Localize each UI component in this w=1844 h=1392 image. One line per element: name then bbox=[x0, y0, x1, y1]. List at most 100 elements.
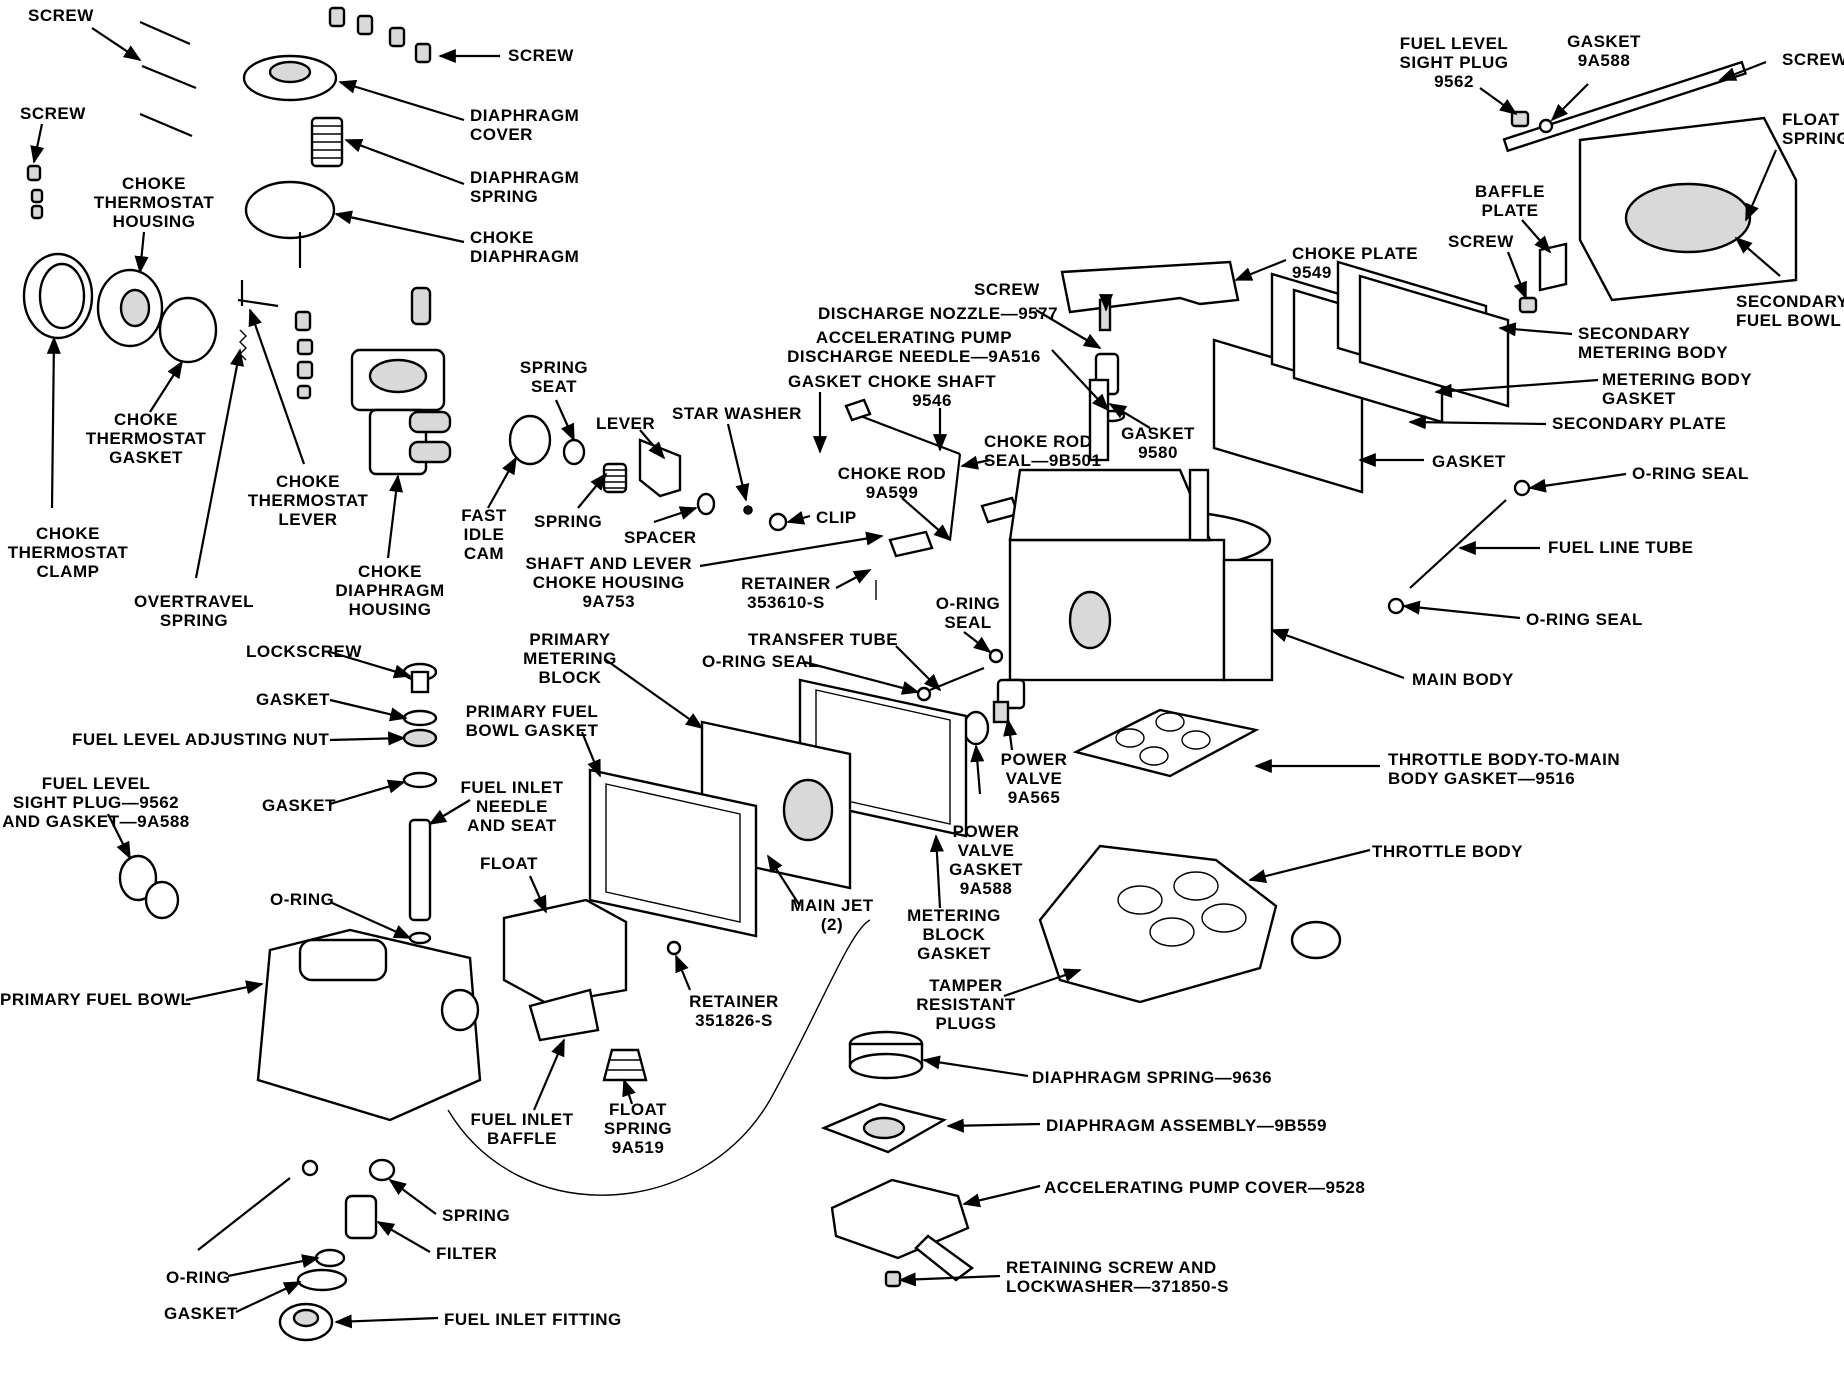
secondary-plates-part bbox=[1212, 260, 1510, 494]
label-float-spring: FLOAT SPRING 9A519 bbox=[603, 1100, 673, 1157]
choke-rod-part bbox=[948, 453, 962, 541]
label-oring-bottom: O-RING bbox=[166, 1268, 231, 1287]
spacer-part bbox=[696, 492, 716, 516]
label-choke-thermostat-housing: CHOKE THERMOSTAT HOUSING bbox=[93, 174, 215, 231]
label-spacer: SPACER bbox=[624, 528, 697, 547]
label-gasket-9a588-tr: GASKET 9A588 bbox=[1567, 32, 1641, 70]
label-star-washer: STAR WASHER bbox=[672, 404, 802, 423]
label-lever: LEVER bbox=[596, 414, 656, 433]
label-retainer-351826: RETAINER 351826-S bbox=[689, 992, 779, 1030]
label-screw-mid: SCREW bbox=[974, 280, 1040, 299]
label-discharge-nozzle: DISCHARGE NOZZLE—9577 bbox=[818, 304, 1059, 323]
label-oring-seal-top: O-RING SEAL bbox=[1632, 464, 1749, 483]
label-lockscrew: LOCKSCREW bbox=[246, 642, 362, 661]
label-choke-rod: CHOKE ROD 9A599 bbox=[837, 464, 947, 502]
label-gasket-mid: GASKET bbox=[788, 372, 862, 391]
label-choke-thermostat-lever: CHOKE THERMOSTAT LEVER bbox=[247, 472, 369, 529]
pump-diaphragm-spring-part bbox=[848, 1030, 924, 1080]
label-oring-seal-mid: O-RING SEAL bbox=[702, 652, 819, 671]
primary-bowl-gasket-part bbox=[588, 768, 758, 938]
label-overtravel-spring: OVERTRAVEL SPRING bbox=[134, 592, 254, 630]
fast-idle-cam-part bbox=[508, 414, 552, 466]
float-part bbox=[502, 898, 628, 1042]
label-float-spring-tr: FLOAT SPRING bbox=[1782, 110, 1844, 148]
long-screw-bottom-part bbox=[197, 1177, 291, 1251]
star-washer-part bbox=[743, 505, 753, 515]
primary-fuel-bowl-part bbox=[256, 928, 482, 1122]
label-screw-top-center: SCREW bbox=[508, 46, 574, 65]
label-oring-left: O-RING bbox=[270, 890, 335, 909]
label-choke-rod-seal: CHOKE ROD SEAL—9B501 bbox=[984, 432, 1102, 470]
label-diaphragm-cover: DIAPHRAGM COVER bbox=[470, 106, 580, 144]
label-throttle-body: THROTTLE BODY bbox=[1372, 842, 1523, 861]
label-filter: FILTER bbox=[436, 1244, 498, 1263]
label-retainer-353610: RETAINER 353610-S bbox=[741, 574, 831, 612]
label-metering-body-gasket: METERING BODY GASKET bbox=[1602, 370, 1753, 408]
label-power-valve: POWER VALVE 9A565 bbox=[1000, 750, 1068, 807]
label-screw-top-left: SCREW bbox=[28, 6, 94, 25]
label-metering-block-gasket: METERING BLOCK GASKET bbox=[907, 906, 1001, 963]
label-gasket-right: GASKET bbox=[1432, 452, 1506, 471]
label-secondary-fuel-bowl: SECONDARY FUEL BOWL bbox=[1736, 292, 1844, 330]
label-accel-pump-needle: ACCELERATING PUMP DISCHARGE NEEDLE—9A516 bbox=[787, 328, 1041, 366]
long-screws-part bbox=[139, 20, 197, 138]
choke-diaphragm-part bbox=[244, 180, 336, 240]
label-fuel-level-sight-plug-left: FUEL LEVEL SIGHT PLUG—9562 AND GASKET—9A… bbox=[2, 774, 190, 831]
label-oring-seal-mid2: O-RING SEAL bbox=[935, 594, 1001, 632]
label-power-valve-gasket: POWER VALVE GASKET 9A588 bbox=[949, 822, 1023, 898]
label-fuel-inlet-fitting: FUEL INLET FITTING bbox=[444, 1310, 622, 1329]
label-diaphragm-assembly: DIAPHRAGM ASSEMBLY—9B559 bbox=[1046, 1116, 1327, 1135]
diaphragm-spring-part bbox=[310, 116, 344, 168]
label-choke-plate: CHOKE PLATE 9549 bbox=[1292, 244, 1419, 282]
label-spring-seat: SPRING SEAT bbox=[519, 358, 589, 396]
leader-lines bbox=[30, 27, 1781, 1329]
fuel-line-tube-part bbox=[1409, 499, 1507, 589]
throttle-body-part bbox=[1038, 844, 1342, 1004]
label-main-jet: MAIN JET (2) bbox=[790, 896, 874, 934]
label-oring-seal-bottom: O-RING SEAL bbox=[1526, 610, 1643, 629]
label-gasket-left1: GASKET bbox=[256, 690, 330, 709]
label-baffle-plate: BAFFLE PLATE bbox=[1474, 182, 1546, 220]
label-accel-pump-cover: ACCELERATING PUMP COVER—9528 bbox=[1044, 1178, 1366, 1197]
choke-diaphragm-housing-part bbox=[350, 348, 452, 476]
label-primary-fuel-bowl-gasket: PRIMARY FUEL BOWL GASKET bbox=[465, 702, 599, 740]
fuel-inlet-fitting-part bbox=[278, 1302, 334, 1342]
label-choke-shaft: CHOKE SHAFT 9546 bbox=[867, 372, 997, 410]
label-shaft-lever-choke-housing: SHAFT AND LEVER CHOKE HOUSING 9A753 bbox=[525, 554, 692, 611]
power-valve-part bbox=[992, 678, 1026, 724]
label-screw-tr: SCREW bbox=[1782, 50, 1844, 69]
label-primary-fuel-bowl: PRIMARY FUEL BOWL bbox=[0, 990, 192, 1009]
sight-plug-left-part bbox=[118, 854, 180, 920]
label-fuel-inlet-needle: FUEL INLET NEEDLE AND SEAT bbox=[460, 778, 564, 835]
label-fuel-level-sight-plug-tr: FUEL LEVEL SIGHT PLUG 9562 bbox=[1399, 34, 1509, 91]
label-choke-thermostat-clamp: CHOKE THERMOSTAT CLAMP bbox=[7, 524, 129, 581]
power-valve-gasket-part bbox=[962, 710, 990, 746]
gasket-tr-part bbox=[1538, 118, 1554, 134]
adjusting-nut-stack-part bbox=[402, 662, 438, 945]
label-secondary-plate: SECONDARY PLATE bbox=[1552, 414, 1727, 433]
label-fast-idle-cam: FAST IDLE CAM bbox=[461, 506, 507, 563]
clip-part bbox=[768, 512, 788, 532]
throttle-gasket-part bbox=[1072, 708, 1260, 778]
label-throttle-body-gasket: THROTTLE BODY-TO-MAIN BODY GASKET—9516 bbox=[1388, 750, 1621, 788]
label-fuel-level-adjusting-nut: FUEL LEVEL ADJUSTING NUT bbox=[72, 730, 330, 749]
label-retaining-screw: RETAINING SCREW AND LOCKWASHER—371850-S bbox=[1006, 1258, 1230, 1296]
label-gasket-9580: GASKET 9580 bbox=[1121, 424, 1195, 462]
label-choke-diaphragm-housing: CHOKE DIAPHRAGM HOUSING bbox=[335, 562, 445, 619]
inlet-spring-part bbox=[368, 1158, 396, 1182]
overtravel-spring-part bbox=[239, 329, 247, 361]
label-diaphragm-spring-9636: DIAPHRAGM SPRING—9636 bbox=[1032, 1068, 1273, 1087]
pump-cover-part bbox=[830, 1178, 975, 1282]
label-choke-diaphragm: CHOKE DIAPHRAGM bbox=[470, 228, 580, 266]
thermostat-housing-part bbox=[96, 268, 164, 348]
float-spring-part bbox=[602, 1048, 648, 1082]
label-float: FLOAT bbox=[480, 854, 538, 873]
accelerating-pump-path bbox=[447, 919, 871, 1196]
choke-plate-part bbox=[1060, 260, 1240, 314]
spring-seat-part bbox=[562, 438, 586, 466]
label-transfer-tube: TRANSFER TUBE bbox=[748, 630, 899, 649]
label-clip: CLIP bbox=[816, 508, 857, 527]
thermostat-gasket-part bbox=[158, 296, 218, 364]
choke-shaft-part bbox=[849, 410, 961, 456]
